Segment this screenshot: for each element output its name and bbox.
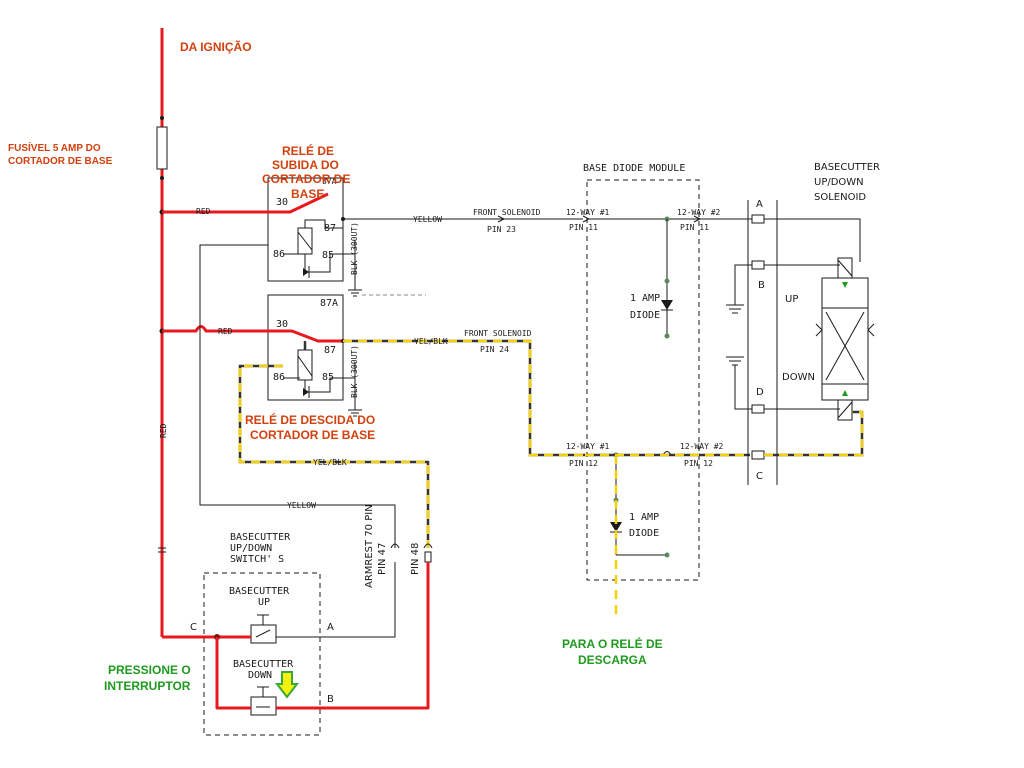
wire-yelblk-label-1: YEL/BLK	[414, 337, 448, 346]
wire-yellow-label-1: YELLOW	[413, 215, 442, 224]
pin23-label: PIN 23	[487, 225, 516, 234]
relay-up: 30 87A 87 86 85 BLK (300UT)	[162, 177, 426, 297]
switch-term-a: A	[327, 622, 334, 633]
way1-bot: 12-WAY #1	[566, 442, 610, 451]
module-internals: 1 AMP DIODE 12-WAY #1 PIN 11 12-WAY #2 P…	[566, 208, 724, 558]
relay-down-t87: 87	[324, 345, 336, 356]
annotation-relay-down-2: CORTADOR DE BASE	[250, 428, 375, 442]
relay-up-t85: 85	[322, 250, 334, 261]
yellow-wire-coil: YELLOW ARMREST 70 PIN PIN 47 PIN 48	[199, 244, 433, 588]
annotation-ignition: DA IGNIÇÃO	[180, 39, 252, 54]
switch-up[interactable]	[250, 624, 277, 644]
relay-up-t87a: 87A	[322, 177, 337, 186]
relay-down-t85: 85	[322, 372, 334, 383]
annotation-press-2: INTERRUPTOR	[104, 679, 191, 693]
press-arrow-icon	[274, 671, 300, 699]
fuse	[156, 126, 168, 170]
front-solenoid-label-2: FRONT SOLENOID	[464, 329, 532, 338]
wire-red-label-v: RED	[159, 423, 168, 438]
way2-top: 12-WAY #2	[677, 208, 721, 217]
diode-bot-line1: 1 AMP	[629, 512, 659, 523]
front-solenoid-label-1: FRONT SOLENOID	[473, 208, 541, 217]
way1-top: 12-WAY #1	[566, 208, 610, 217]
annotation-relay-down-1: RELÉ DE DESCIDA DO	[245, 412, 375, 427]
relay-down-t87a: 87A	[320, 298, 338, 309]
annotation-relay-up-3: CORTADOR DE	[262, 172, 350, 186]
relay-down-t30: 30	[276, 319, 288, 330]
pin12-bot-2: PIN 12	[684, 459, 713, 468]
annotation-fuse-2: CORTADOR DE BASE	[8, 156, 113, 167]
switches-title-2: UP/DOWN	[230, 543, 272, 554]
pin11-top-2: PIN 11	[680, 223, 709, 232]
solenoid: BASECUTTER UP/DOWN SOLENOID A B D C UP D…	[699, 162, 880, 485]
solenoid-up: UP	[785, 294, 798, 305]
pin48-label: PIN 48	[410, 543, 421, 575]
relay-up-t86: 86	[273, 249, 285, 260]
wire-yelblk-label-2: YEL/BLK	[313, 458, 347, 467]
wire-yellow-label-2: YELLOW	[287, 501, 316, 510]
relay-down-t86: 86	[273, 372, 285, 383]
solenoid-down: DOWN	[782, 372, 815, 383]
way2-bot: 12-WAY #2	[680, 442, 724, 451]
yel-blk-wire-coil: YEL/BLK	[238, 364, 430, 548]
switch-down-label-2: DOWN	[248, 670, 272, 681]
wire-red-label-2: RED	[218, 327, 233, 336]
pin11-top-1: PIN 11	[569, 223, 598, 232]
pin24-label: PIN 24	[480, 345, 509, 354]
annotation-relay-up-2: SUBIDA DO	[272, 158, 339, 172]
solenoid-title-2: UP/DOWN	[814, 177, 864, 188]
switch-down[interactable]	[250, 696, 277, 716]
switch-box: BASECUTTER UP/DOWN SWITCH' S BASECUTTER …	[162, 532, 430, 736]
switches-title-3: SWITCH' S	[230, 554, 284, 565]
switch-up-label-1: BASECUTTER	[229, 586, 290, 597]
annotation-fuse-1: FUSÍVEL 5 AMP DO	[8, 141, 101, 154]
annotation-relay-up-4: BASE	[291, 187, 324, 201]
diode-top-line1: 1 AMP	[630, 293, 660, 304]
relay-up-t87: 87	[324, 223, 336, 234]
module-title: BASE DIODE MODULE	[583, 163, 685, 174]
diode-top-line2: DIODE	[630, 310, 660, 321]
switches-title-1: BASECUTTER	[230, 532, 291, 543]
pin47-label: PIN 47	[377, 543, 388, 575]
yel-blk-wire-down: YEL/BLK FRONT SOLENOID PIN 24	[343, 329, 585, 457]
yellow-wire-up: YELLOW FRONT SOLENOID PIN 23	[343, 208, 591, 234]
switch-term-b: B	[327, 694, 334, 705]
base-diode-module	[586, 179, 700, 581]
solenoid-title-1: BASECUTTER	[814, 162, 880, 173]
wire-red-label-1: RED	[196, 207, 211, 216]
switch-term-c: C	[190, 622, 197, 633]
solenoid-term-b: B	[758, 280, 765, 291]
switch-down-label-1: BASECUTTER	[233, 659, 294, 670]
solenoid-term-a: A	[756, 199, 763, 210]
solenoid-term-d: D	[756, 387, 764, 398]
diode-bot-line2: DIODE	[629, 528, 659, 539]
annotation-discharge-1: PARA O RELÉ DE	[562, 636, 663, 651]
annotation-discharge-2: DESCARGA	[578, 653, 647, 667]
annotation-press-1: PRESSIONE O	[108, 663, 191, 677]
solenoid-title-3: SOLENOID	[814, 192, 866, 203]
relay-down: 30 87A 87 86 85 BLK (300UT)	[162, 294, 362, 417]
relay-up-t30: 30	[276, 197, 288, 208]
switch-up-label-2: UP	[258, 597, 270, 608]
pin12-bot-1: PIN 12	[569, 459, 598, 468]
annotation-relay-up-1: RELÉ DE	[282, 143, 334, 158]
solenoid-term-c: C	[756, 471, 763, 482]
armrest-label: ARMREST 70 PIN	[364, 504, 375, 588]
